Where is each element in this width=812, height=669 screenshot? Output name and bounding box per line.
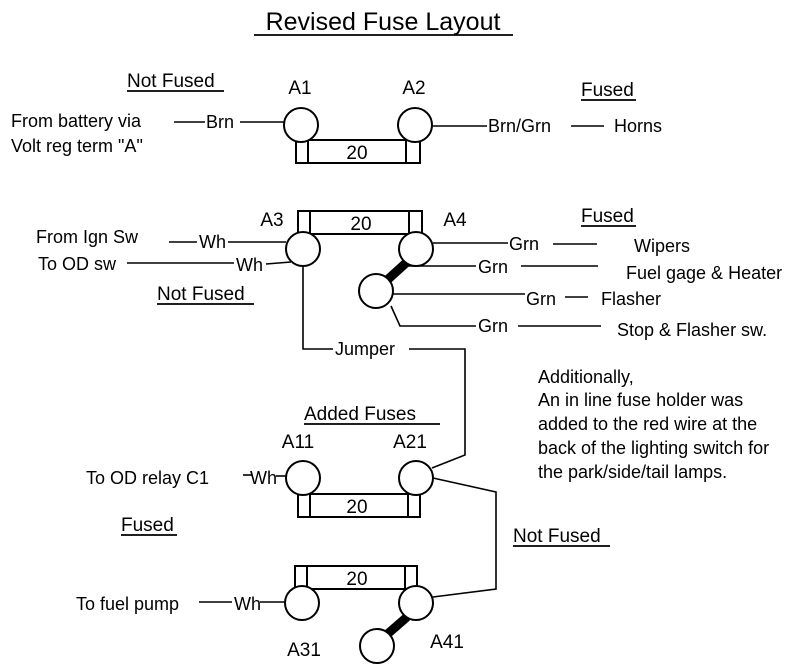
terminal-a4-label: A4 [443,210,467,231]
note-line-5: the park/side/tail lamps. [538,462,727,482]
fuse-3-rating: 20 [346,497,367,518]
label-grn-4: Grn [478,316,508,336]
terminal-a3-label: A3 [260,210,283,231]
label-from-ign-sw: From Ign Sw [36,227,139,247]
wire-a4-stop [390,305,476,327]
label-wipers: Wipers [634,236,690,256]
fuse-2 [297,210,423,235]
terminal-a4-aux [358,273,394,309]
header-not-fused-2: Not Fused [157,284,245,305]
terminal-a1-label: A1 [288,78,311,99]
label-wh-3: Wh [250,468,277,488]
terminal-a2 [397,107,433,143]
label-horns: Horns [614,116,662,136]
label-wh-1: Wh [199,232,226,252]
terminal-a31-label: A31 [287,640,321,661]
label-to-od-relay: To OD relay C1 [86,468,209,488]
header-fused-2: Fused [581,206,634,227]
header-fused-1: Fused [581,80,634,101]
note-line-2: An in line fuse holder was [538,390,743,410]
terminal-a2-label: A2 [402,78,425,99]
note-line-4: back of the lighting switch for [538,438,769,458]
label-wh-2: Wh [236,255,263,275]
terminal-a31 [284,585,320,621]
label-to-od-sw: To OD sw [38,254,117,274]
label-wh-4: Wh [234,594,261,614]
label-brn: Brn [206,112,234,132]
label-grn-3: Grn [526,289,556,309]
fuse-1 [295,139,421,164]
terminal-a21 [398,460,434,496]
header-added-fuses: Added Fuses [304,404,416,425]
label-jumper: Jumper [335,339,395,359]
label-brn-grn: Brn/Grn [488,116,551,136]
terminal-a4 [398,231,434,267]
note-line-1: Additionally, [538,367,634,387]
terminal-a3 [285,231,321,267]
header-not-fused-3: Not Fused [513,526,601,547]
label-from-battery: From battery via [11,111,142,131]
fuse-2-rating: 20 [350,214,371,235]
terminal-a21-label: A21 [393,432,427,453]
terminal-a41-aux [359,628,395,664]
terminal-a1 [283,107,319,143]
fuse-1-rating: 20 [346,143,367,164]
terminal-a11-label: A11 [282,432,314,453]
diagram-title: Revised Fuse Layout [266,8,501,36]
terminal-a11 [285,460,321,496]
note-line-3: added to the red wire at the [538,414,757,434]
terminal-a41-label: A41 [430,632,464,653]
header-not-fused-1: Not Fused [127,71,215,92]
label-grn-1: Grn [509,234,539,254]
label-flasher: Flasher [601,289,661,309]
wire-jumper-left [302,266,333,350]
wire-jumper-right [409,348,466,469]
fuse-4-rating: 20 [346,569,367,590]
header-fused-3: Fused [121,515,174,536]
wire-a21-a41 [432,477,497,598]
terminal-a41 [398,585,434,621]
label-to-fuel-pump: To fuel pump [76,594,179,614]
label-volt-reg: Volt reg term "A" [11,136,143,156]
wire-od-sw-wh [265,261,292,265]
fuse-3 [297,493,421,518]
fuse-4 [294,565,418,590]
label-fuel-gage: Fuel gage & Heater [626,263,782,283]
label-stop-flasher: Stop & Flasher sw. [617,320,767,340]
label-grn-2: Grn [478,257,508,277]
